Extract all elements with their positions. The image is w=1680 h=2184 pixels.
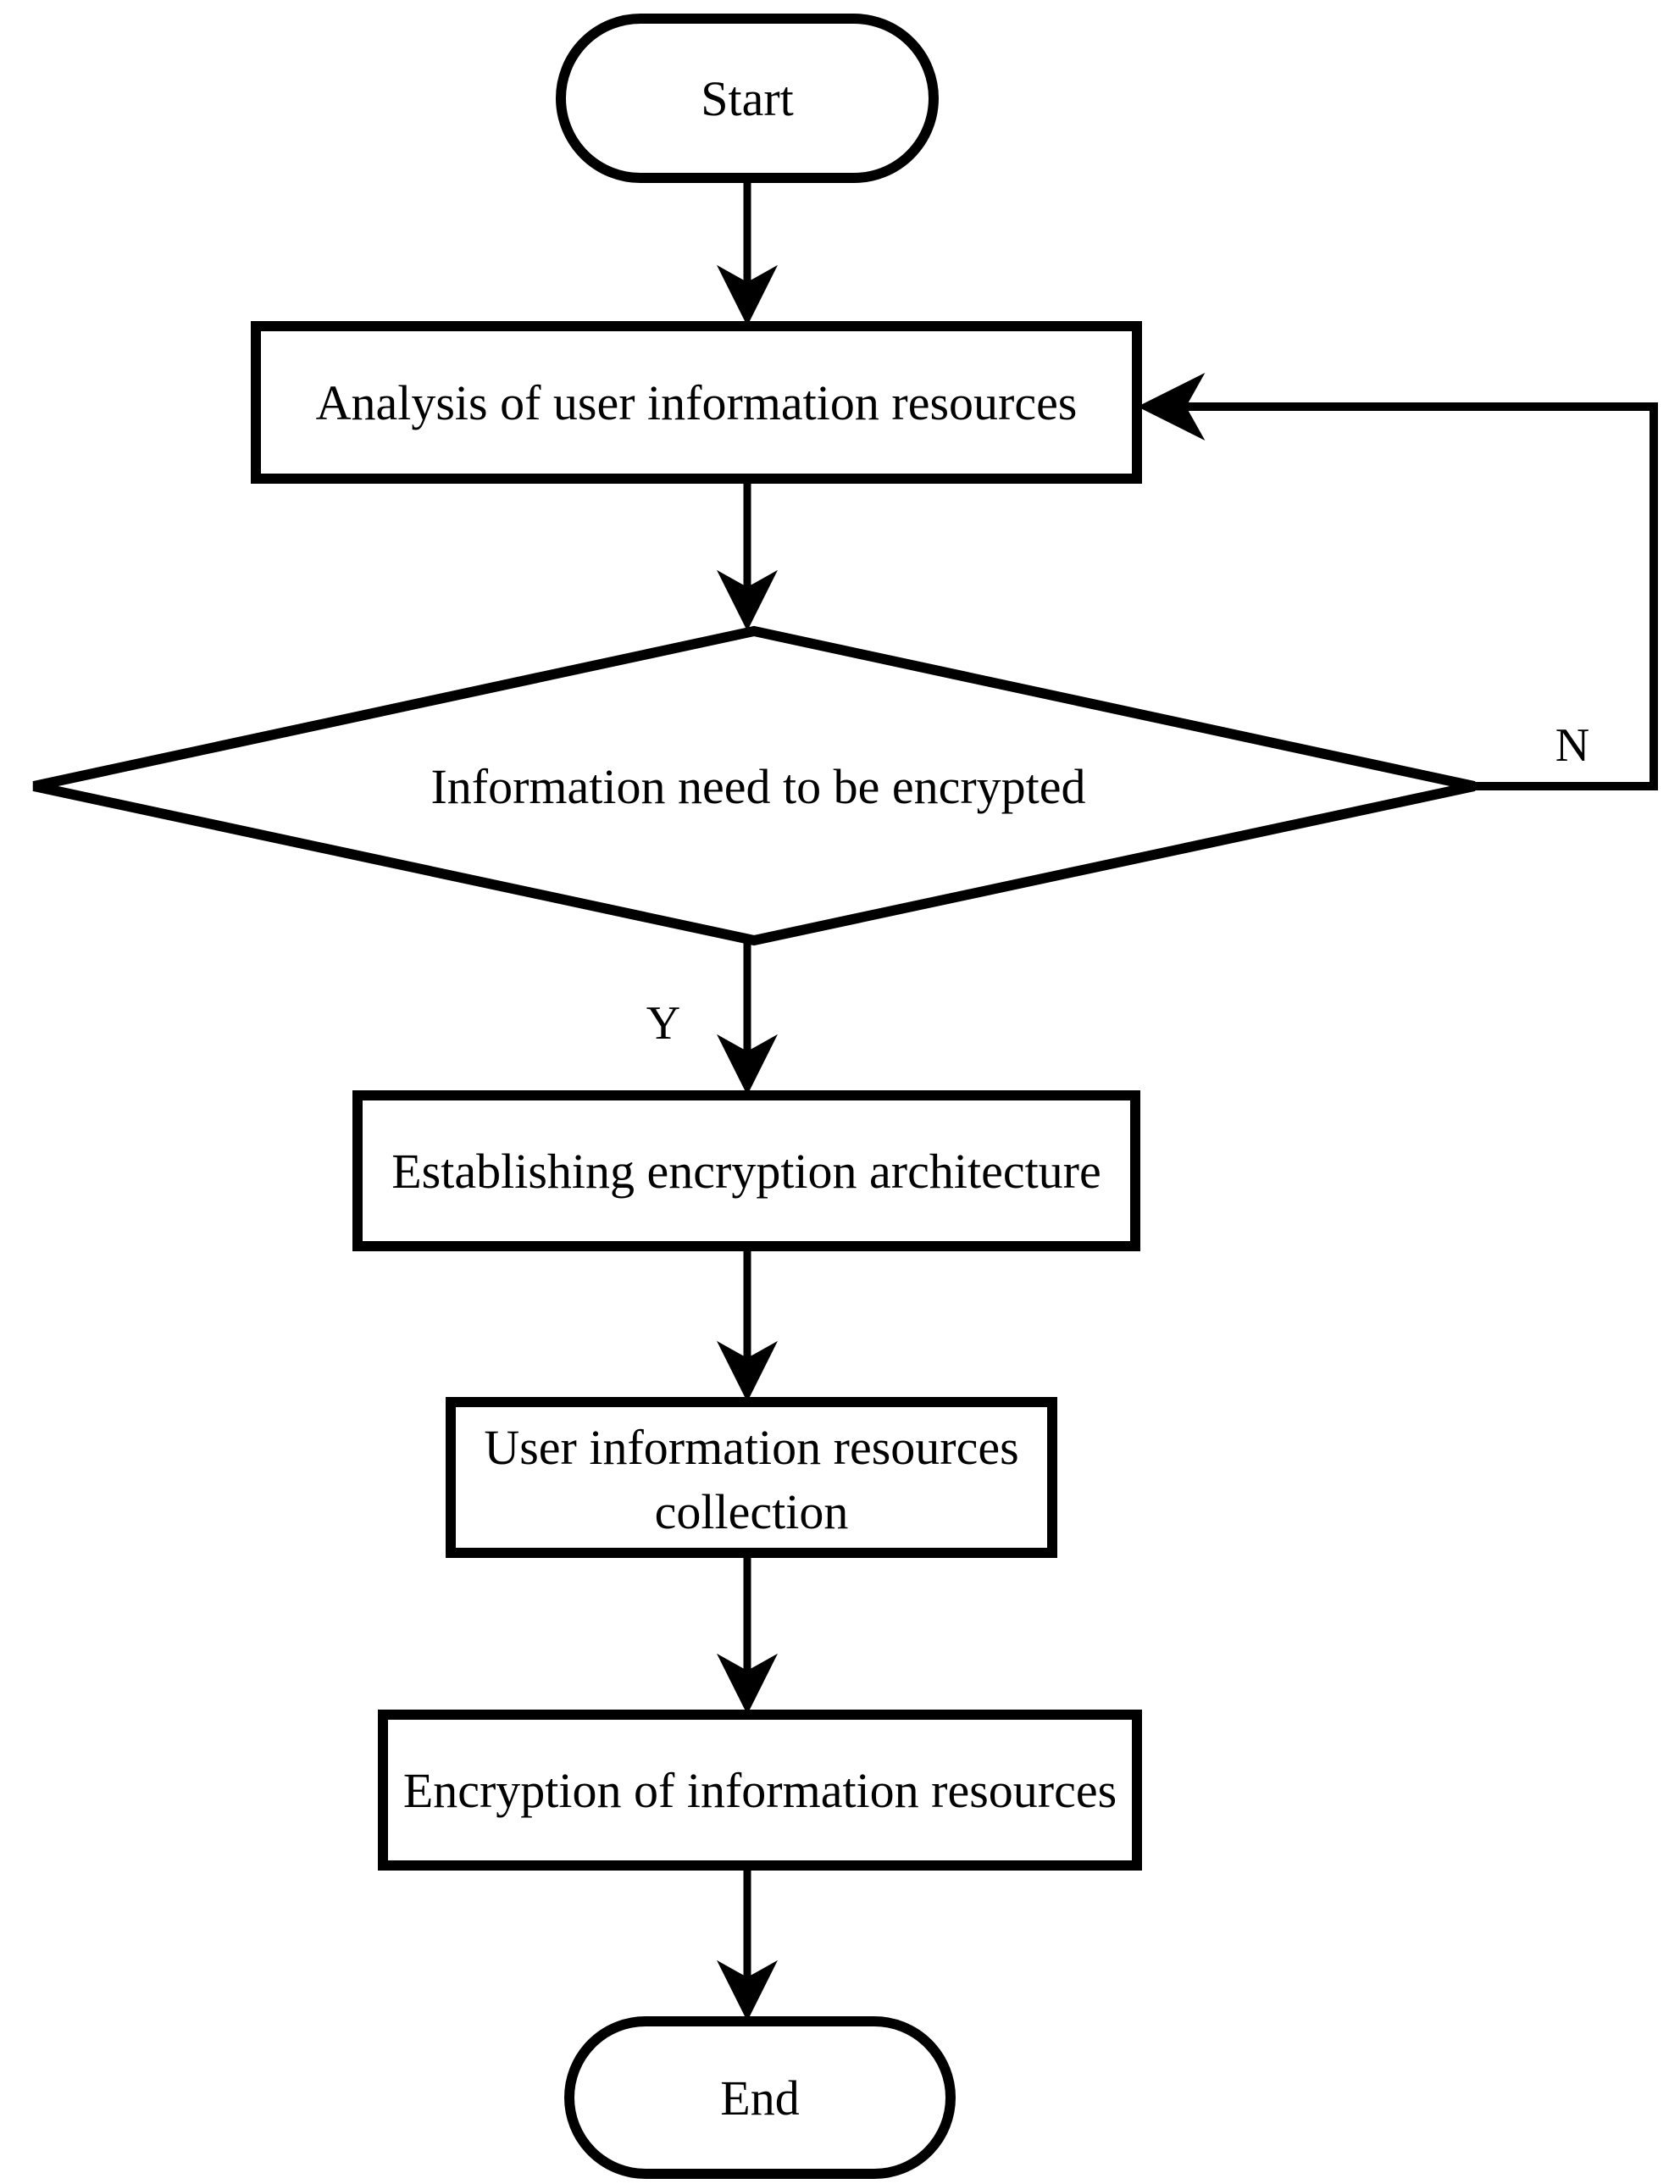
- collection-process-shape: [446, 1397, 1057, 1558]
- establish-process-shape: [352, 1090, 1140, 1251]
- node-start: Start: [556, 14, 939, 183]
- yes-branch-label: Y: [646, 997, 680, 1050]
- encryption-label: Encryption of information resources: [403, 1763, 1117, 1818]
- end-terminator-shape: [564, 2016, 956, 2179]
- node-end: End: [564, 2016, 956, 2179]
- analysis-process-shape: [251, 321, 1142, 484]
- decision-label: Information need to be encrypted: [430, 759, 1085, 814]
- analysis-label: Analysis of user information resources: [316, 375, 1078, 430]
- node-establish: Establishing encryption architecture: [352, 1090, 1140, 1251]
- decision-diamond-shape: [32, 625, 1476, 946]
- node-encryption: Encryption of information resources: [378, 1710, 1142, 1871]
- establish-label: Establishing encryption architecture: [391, 1144, 1101, 1199]
- node-analysis: Analysis of user information resources: [251, 321, 1142, 484]
- encryption-process-shape: [378, 1710, 1142, 1871]
- node-collection: User information resources collection: [446, 1397, 1057, 1558]
- collection-label-line1: User information resources: [484, 1420, 1018, 1475]
- collection-label-line2: collection: [655, 1484, 849, 1539]
- end-label: End: [720, 2070, 799, 2126]
- start-label: Start: [701, 71, 794, 126]
- start-terminator-shape: [556, 14, 939, 183]
- edge-decision-no-to-analysis: [1137, 373, 1658, 790]
- node-decision: Information need to be encrypted: [32, 625, 1476, 946]
- no-branch-label: N: [1555, 719, 1589, 772]
